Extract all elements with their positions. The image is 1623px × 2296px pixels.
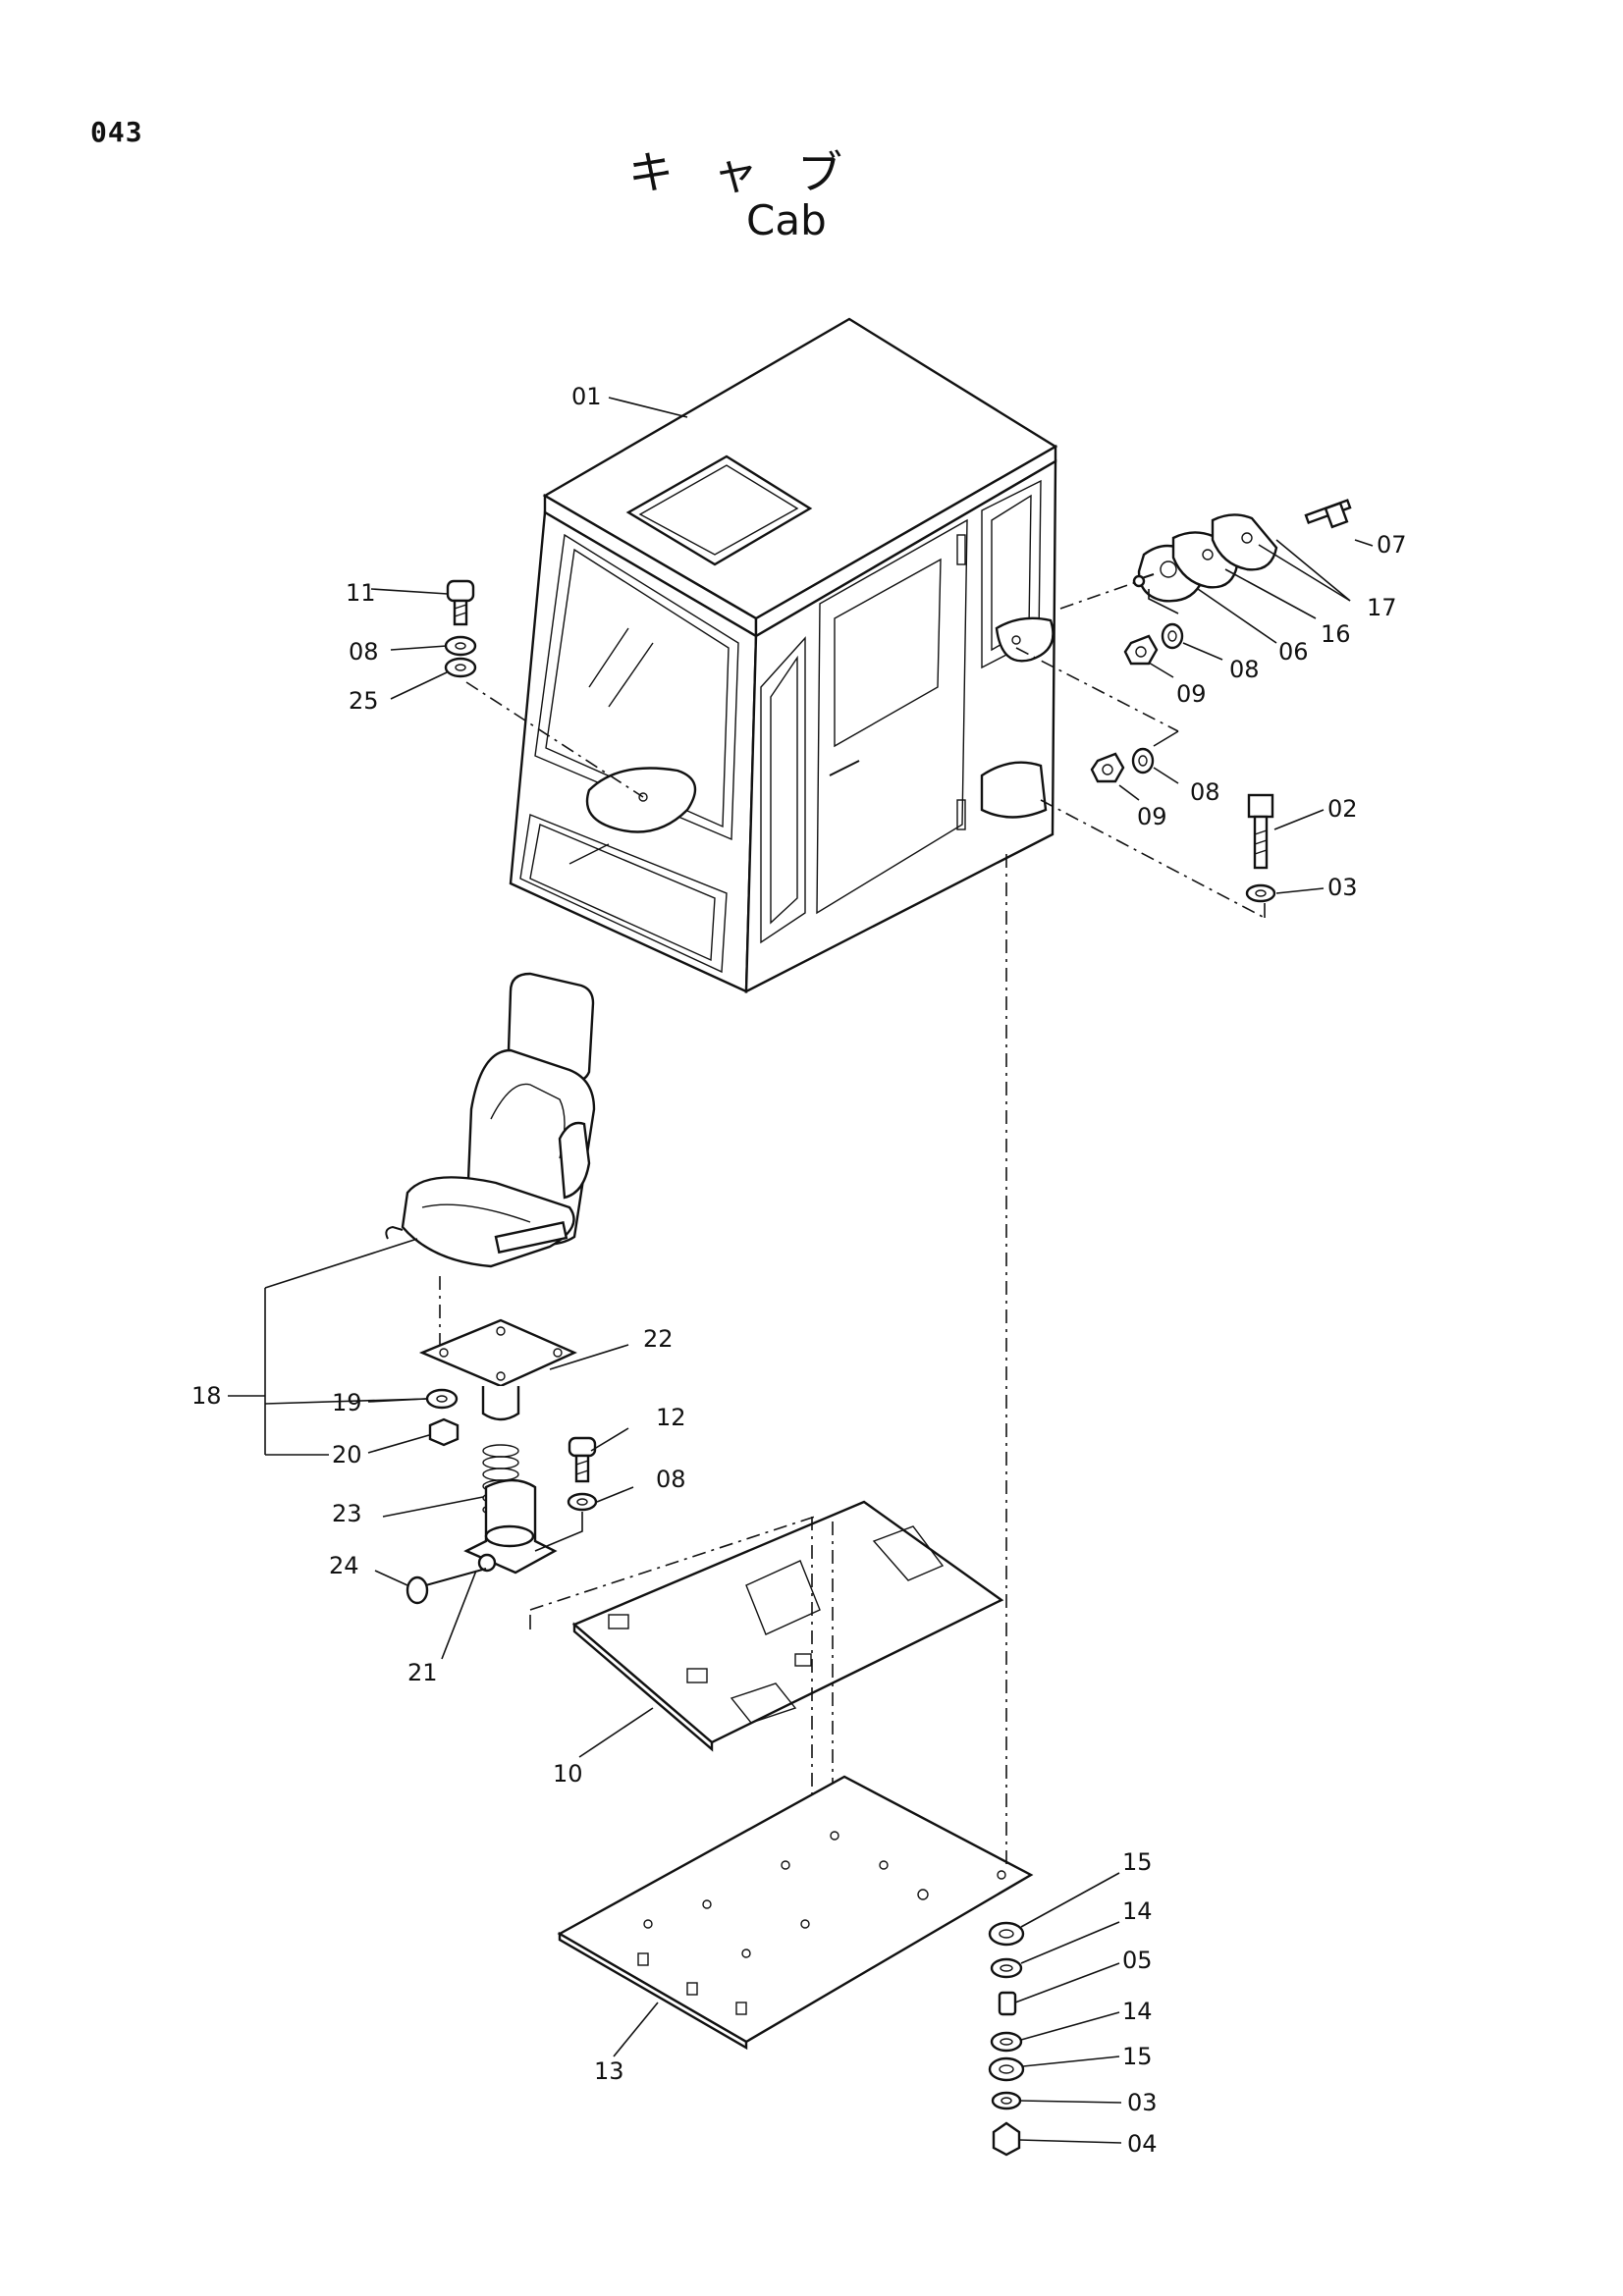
callout-plate-17: 17 [1367,594,1397,621]
callout-washer-08-d: 08 [656,1466,686,1493]
callout-knob-24: 24 [329,1552,359,1579]
callout-plate-22: 22 [643,1325,674,1353]
cab-assembly [509,317,1058,993]
callout-nut-09-a: 09 [1176,680,1207,708]
callout-cushion-15-b: 15 [1122,2043,1153,2070]
callout-washer-08: 08 [349,638,379,666]
callout-nut-20: 20 [332,1441,362,1468]
page-number: 043 [90,116,143,148]
operator-seat [385,972,596,1345]
rear-mount-hardware [1015,499,1352,919]
callout-washer-25: 25 [349,687,379,715]
callout-labels: 01 11 08 25 07 17 16 06 08 09 08 09 02 0… [191,383,1407,2158]
seat-stand-parts [406,1318,816,1629]
callout-plate-16: 16 [1321,620,1351,648]
callout-spacer-14-b: 14 [1122,1998,1153,2025]
callout-stand-21: 21 [407,1659,438,1686]
page-title-japanese: キャブ [628,146,882,199]
callout-washer-03: 03 [1327,874,1358,901]
callout-bolt-12: 12 [656,1404,686,1431]
front-mount-hardware [444,579,644,798]
callout-bolt-02: 02 [1327,795,1358,823]
callout-bolt-11: 11 [346,579,376,607]
callout-floor-13: 13 [594,2057,624,2085]
callout-mount-06: 06 [1278,638,1309,666]
callout-seat-18: 18 [191,1382,222,1410]
callout-washer-03-b: 03 [1127,2089,1158,2116]
callout-collar-05: 05 [1122,1947,1153,1974]
leader-lines [228,397,1374,2144]
callout-nut-09-b: 09 [1137,803,1167,830]
callout-cab: 01 [571,383,602,410]
callout-washer-08-b: 08 [1229,656,1260,683]
callout-spring-23: 23 [332,1500,362,1527]
callout-spacer-14: 14 [1122,1897,1153,1925]
isolator-stack [988,1921,1025,2157]
callout-washer-19: 19 [332,1389,362,1416]
callout-mat-10: 10 [553,1760,583,1788]
callout-washer-08-c: 08 [1190,778,1220,806]
callout-nut-04: 04 [1127,2130,1158,2158]
callout-bolt-07: 07 [1377,531,1407,559]
callout-cushion-15: 15 [1122,1848,1153,1876]
floor-plate [557,854,1034,2051]
page-title-english: Cab [746,196,827,244]
